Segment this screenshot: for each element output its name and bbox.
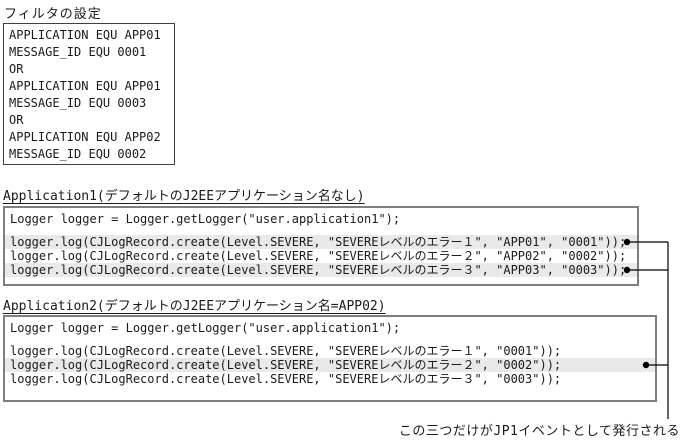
application2-code-box: Logger logger = Logger.getLogger("user.a… — [3, 315, 657, 402]
filter-or-operator: OR — [9, 113, 24, 127]
log-line: logger.log(CJLogRecord.create(Level.SEVE… — [10, 249, 627, 263]
filter-condition-line: MESSAGE_ID EQU 0002 — [9, 147, 147, 161]
filter-condition-line: MESSAGE_ID EQU 0001 — [9, 45, 147, 59]
jp1-event-footnote: この三つだけがJP1イベントとして発行される — [398, 424, 680, 439]
log-line-highlighted: logger.log(CJLogRecord.create(Level.SEVE… — [5, 263, 637, 277]
filter-settings-box: APPLICATION EQU APP01 MESSAGE_ID EQU 000… — [3, 23, 175, 165]
log-line-highlighted: logger.log(CJLogRecord.create(Level.SEVE… — [5, 235, 637, 249]
application2-logger-declaration: Logger logger = Logger.getLogger("user.a… — [10, 321, 401, 335]
application1-logger-declaration: Logger logger = Logger.getLogger("user.a… — [10, 212, 401, 226]
log-line: logger.log(CJLogRecord.create(Level.SEVE… — [10, 372, 562, 386]
application1-heading: Application1(デフォルトのJ2EEアプリケーション名なし) — [3, 189, 365, 204]
application1-code-box: Logger logger = Logger.getLogger("user.a… — [3, 206, 639, 286]
log-line: logger.log(CJLogRecord.create(Level.SEVE… — [10, 344, 562, 358]
application1-log-rows: logger.log(CJLogRecord.create(Level.SEVE… — [5, 235, 637, 277]
filter-condition-line: APPLICATION EQU APP01 — [9, 28, 161, 42]
filter-settings-title: フィルタの設定 — [4, 7, 102, 22]
application2-heading: Application2(デフォルトのJ2EEアプリケーション名=APP02) — [3, 299, 386, 314]
filter-condition-line: MESSAGE_ID EQU 0003 — [9, 96, 147, 110]
filter-condition-line: APPLICATION EQU APP02 — [9, 130, 161, 144]
application2-log-rows: logger.log(CJLogRecord.create(Level.SEVE… — [5, 344, 655, 386]
log-line-highlighted: logger.log(CJLogRecord.create(Level.SEVE… — [5, 358, 655, 372]
filter-condition-line: APPLICATION EQU APP01 — [9, 79, 161, 93]
filter-or-operator: OR — [9, 62, 24, 76]
